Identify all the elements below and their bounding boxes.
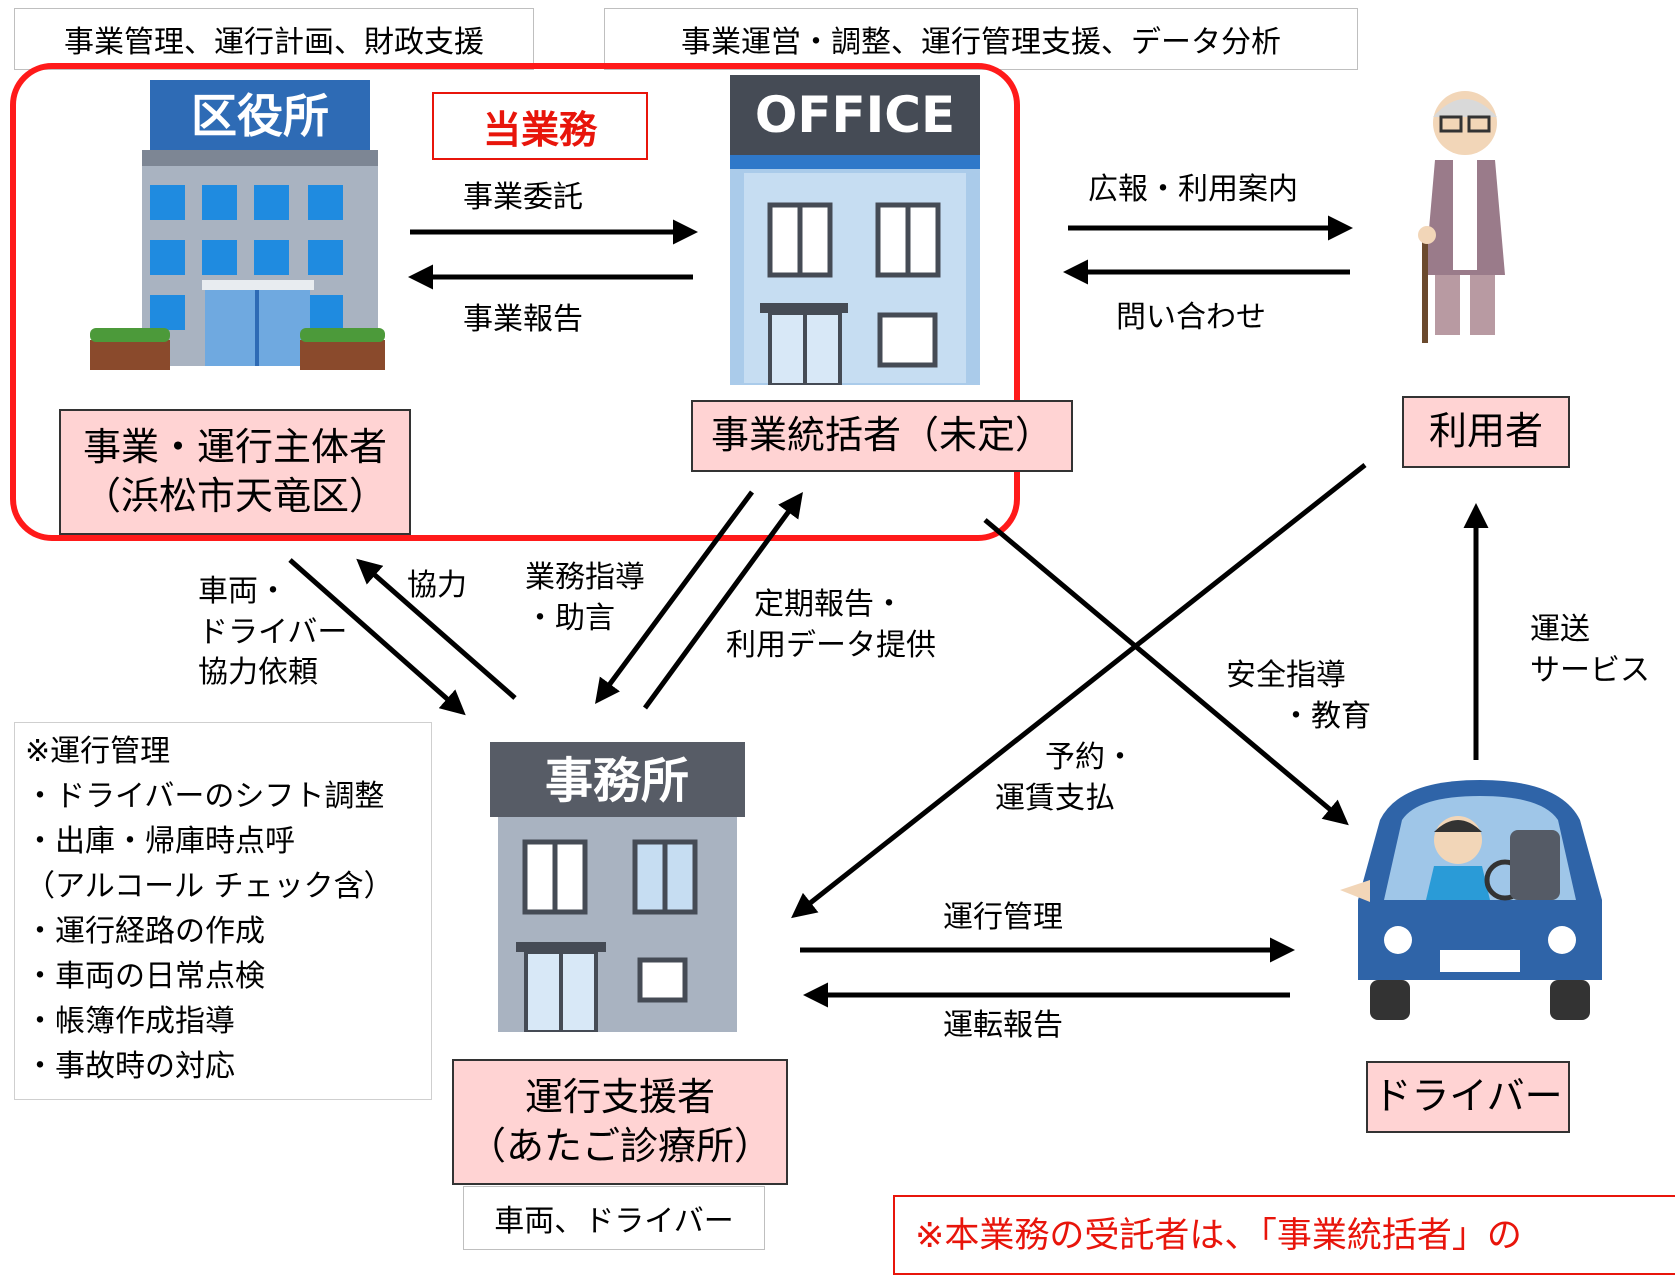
label-safety: 安全指導 ・教育: [1226, 658, 1371, 734]
arrow-periodic: [642, 491, 803, 710]
note-item: ※運行管理: [25, 734, 171, 769]
office-sign: OFFICE: [755, 86, 955, 144]
label-periodic: 定期報告・ 利用データ提供: [726, 587, 936, 663]
arrow-reservation: [791, 463, 1367, 919]
label-pr: 広報・利用案内: [1088, 172, 1298, 207]
label-report: 事業報告: [463, 302, 583, 337]
entity-user: 利用者: [1402, 396, 1570, 468]
label-operation-mgmt: 運行管理: [943, 900, 1063, 935]
jimusho-building-icon: 事務所: [490, 742, 745, 1032]
note-item: ・車両の日常点検: [25, 959, 265, 994]
entity-operator-name: 事業・運行主体者: [82, 424, 387, 469]
label-driving-report: 運転報告: [943, 1008, 1063, 1043]
label-guidance: 業務指導 ・助言: [525, 560, 645, 636]
top-label-ward: 事業管理、運行計画、財政支援: [14, 8, 534, 70]
entity-support: 運行支援者 （あたご診療所）: [452, 1059, 788, 1185]
note-item: （アルコール チェック含）: [25, 869, 394, 904]
arrow-safety: [983, 518, 1349, 826]
label-vehicle-request: 車両・ ドライバー 協力依頼: [198, 574, 348, 690]
note-item: ・出庫・帰庫時点呼: [25, 824, 295, 859]
scope-badge: 当業務: [432, 92, 648, 160]
note-item: ・運行経路の作成: [25, 914, 265, 949]
label-cooperation: 協力: [407, 568, 467, 603]
operation-note: ※運行管理 ・ドライバーのシフト調整 ・出庫・帰庫時点呼 （アルコール チェック…: [14, 722, 432, 1100]
note-item: ・事故時の対応: [25, 1049, 235, 1084]
entity-driver: ドライバー: [1366, 1061, 1570, 1133]
label-inquiry: 問い合わせ: [1116, 300, 1266, 335]
ward-office-sign: 区役所: [191, 89, 329, 143]
entity-coordinator: 事業統括者（未定）: [691, 400, 1073, 472]
scope-frame: [10, 63, 1020, 541]
driver-car-icon: [1340, 780, 1602, 1020]
ward-office-building-icon: 区役所: [90, 80, 385, 370]
support-resources: 車両、ドライバー: [463, 1186, 765, 1250]
arrow-cooperation: [356, 558, 517, 700]
note-item: ・帳簿作成指導: [25, 1004, 235, 1039]
arrow-guidance: [595, 490, 755, 705]
arrow-vehicle-request: [288, 558, 466, 716]
note-item: ・ドライバーのシフト調整: [25, 779, 385, 814]
jimusho-sign: 事務所: [545, 753, 689, 809]
entity-support-name: 運行支援者: [524, 1074, 715, 1119]
label-transport: 運送 サービス: [1530, 612, 1650, 688]
entity-operator: 事業・運行主体者 （浜松市天竜区）: [59, 409, 411, 535]
entity-support-org: （あたご診療所）: [467, 1124, 772, 1168]
label-commission: 事業委託: [463, 180, 583, 215]
office-building-icon: OFFICE: [730, 75, 980, 385]
label-reservation: 予約・ 運賃支払: [995, 740, 1135, 816]
contractor-note: ※本業務の受託者は、「事業統括者」の: [893, 1195, 1675, 1275]
elderly-user-icon: [1418, 91, 1505, 343]
entity-operator-org: （浜松市天竜区）: [82, 474, 387, 518]
